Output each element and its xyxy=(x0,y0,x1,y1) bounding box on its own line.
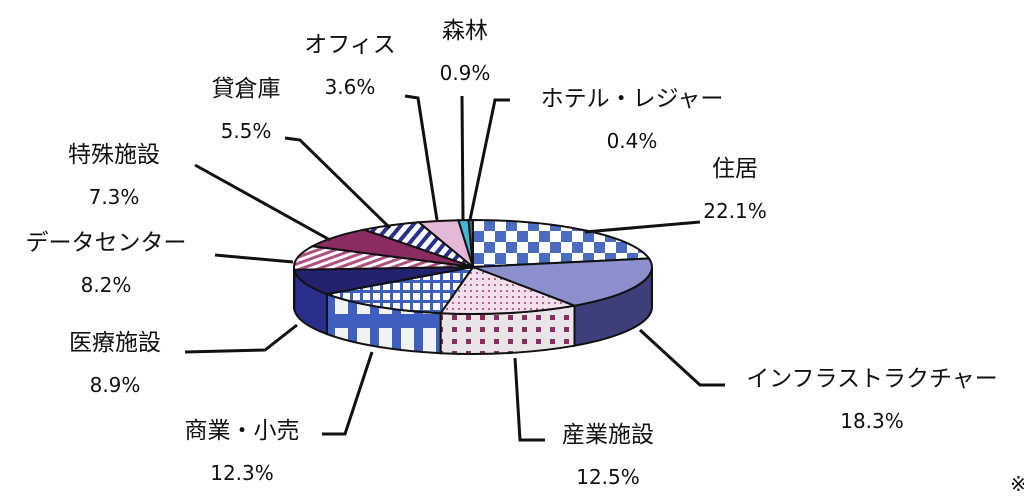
label-infrastructure: インフラストラクチャー 18.3% xyxy=(746,358,998,442)
label-residential: 住居 22.1% xyxy=(703,148,767,232)
slice-value: 7.3% xyxy=(88,185,140,209)
slice-value: 3.6% xyxy=(324,75,376,99)
slice-label: 住居 xyxy=(711,156,758,182)
slice-value: 8.2% xyxy=(80,273,132,297)
label-industrial: 産業施設 12.5% xyxy=(562,414,654,498)
slice-3 xyxy=(323,265,476,315)
label-datacenter: データセンター 8.2% xyxy=(26,222,187,306)
leader-line xyxy=(284,136,392,230)
leader-line xyxy=(322,351,374,436)
slice-label: ホテル・レジャー xyxy=(540,86,724,112)
slice-1 xyxy=(472,257,653,307)
leader-line xyxy=(184,323,298,354)
leader-line xyxy=(194,163,331,242)
slice-label: 商業・小売 xyxy=(184,418,300,444)
slice-label: オフィス xyxy=(304,32,396,58)
label-office: オフィス 3.6% xyxy=(304,24,396,108)
slice-value: 18.3% xyxy=(840,409,904,433)
label-forest: 森林 0.9% xyxy=(440,10,491,94)
leader-line xyxy=(513,357,545,442)
leader-line xyxy=(404,94,439,221)
slice-label: インフラストラクチャー xyxy=(746,366,998,392)
slice-value: 22.1% xyxy=(703,199,767,223)
slice-label: 貸倉庫 xyxy=(211,76,281,102)
footnote-mark: ※ xyxy=(1010,472,1024,496)
slice-label: データセンター xyxy=(25,230,187,256)
label-warehouse: 貸倉庫 5.5% xyxy=(212,68,281,152)
slice-label: 特殊施設 xyxy=(68,142,160,168)
slice-label: 産業施設 xyxy=(562,422,654,448)
leader-line xyxy=(584,220,701,234)
leader-line xyxy=(460,95,465,221)
label-hotel-leisure: ホテル・レジャー 0.4% xyxy=(541,78,724,162)
label-special: 特殊施設 7.3% xyxy=(68,134,160,218)
leader-lines xyxy=(184,94,725,442)
leader-line xyxy=(638,328,725,387)
slice-value: 0.4% xyxy=(606,129,658,153)
slice-value: 12.5% xyxy=(576,465,640,489)
leader-line xyxy=(468,98,510,221)
label-medical: 医療施設 8.9% xyxy=(69,322,161,406)
slice-label: 森林 xyxy=(442,18,488,44)
slice-value: 8.9% xyxy=(89,373,141,397)
slice-2 xyxy=(438,265,579,315)
leader-line xyxy=(214,253,294,264)
label-retail: 商業・小売 12.3% xyxy=(185,410,300,494)
slice-value: 12.3% xyxy=(210,461,274,485)
slice-value: 0.9% xyxy=(439,61,491,85)
slice-label: 医療施設 xyxy=(69,330,161,356)
slice-value: 5.5% xyxy=(220,119,272,143)
